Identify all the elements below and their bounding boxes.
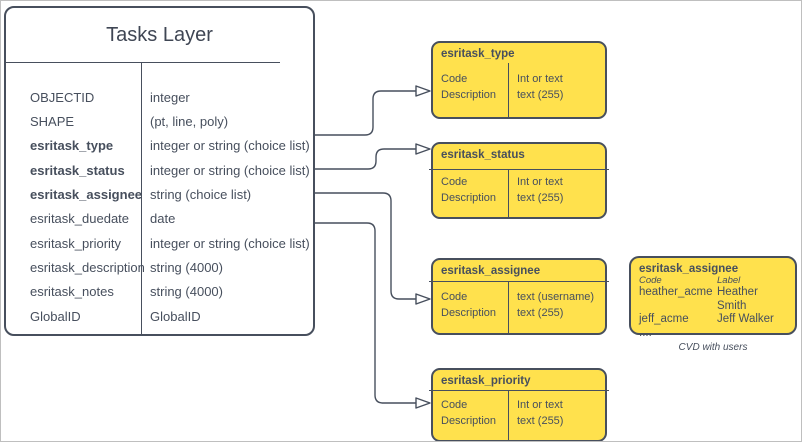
- connector-esritask-status: [315, 148, 416, 170]
- column-divider: [508, 63, 509, 117]
- open-arrow-icon: [415, 143, 431, 155]
- cvd-label: Heather Smith: [717, 286, 758, 312]
- cvd-label: Jeff Walker: [717, 313, 774, 325]
- field-type: GlobalID: [150, 308, 201, 324]
- cvd-code: jeff_acme: [639, 313, 689, 325]
- domain-table-title: esritask_priority: [441, 375, 531, 387]
- field-name: SHAPE: [30, 114, 75, 130]
- column-divider: [141, 62, 142, 334]
- domain-fields: Code Description: [441, 73, 497, 101]
- field-name: esritask_priority: [30, 235, 122, 251]
- domain-fields: Code Description: [441, 399, 497, 427]
- cvd-ellipsis: ....: [639, 326, 652, 339]
- column-divider: [508, 390, 509, 440]
- domain-table-title: esritask_assignee: [441, 265, 541, 277]
- field-row: SHAPE (pt, line, poly): [6, 109, 313, 133]
- open-arrow-icon: [415, 85, 431, 97]
- column-divider: [508, 169, 509, 217]
- domain-types: Int or text text (255): [517, 73, 564, 101]
- field-name: esritask_duedate: [30, 211, 130, 227]
- tasks-layer-title: Tasks Layer: [106, 23, 213, 46]
- domain-table-title: esritask_status: [441, 149, 525, 161]
- field-type: string (choice list): [150, 187, 252, 203]
- cvd-caption: CVD with users: [678, 342, 748, 353]
- column-divider: [508, 281, 509, 333]
- field-type: date: [150, 211, 176, 227]
- field-type: (pt, line, poly): [150, 114, 229, 130]
- field-row: esritask_notes string (4000): [6, 280, 313, 304]
- domain-types: text (username) text (255): [517, 291, 595, 319]
- field-row: esritask_priority integer or string (choi…: [6, 231, 313, 255]
- title-divider: [5, 62, 280, 63]
- field-type: string (4000): [150, 284, 223, 300]
- domain-fields: Code Description: [441, 291, 497, 319]
- domain-types: Int or text text (255): [517, 176, 564, 204]
- field-name: esritask_description: [30, 260, 145, 276]
- field-name: esritask_notes: [30, 284, 114, 300]
- domain-fields: Code Description: [441, 176, 497, 204]
- cvd-col-header-label: Label: [717, 275, 741, 286]
- field-row: esritask_duedate date: [6, 207, 313, 231]
- domain-table-esritask-status: esritask_status Code Description Int or …: [429, 142, 609, 219]
- field-row: GlobalID GlobalID: [6, 304, 313, 328]
- cvd-col-header-code: Code: [639, 275, 662, 286]
- field-name: esritask_type: [30, 138, 114, 154]
- domain-table-title: esritask_type: [441, 48, 515, 60]
- cvd-title: esritask_assignee: [639, 263, 739, 275]
- header-divider: [429, 281, 609, 282]
- field-type: string (4000): [150, 260, 223, 276]
- field-row: esritask_type integer or string (choice l…: [6, 134, 313, 158]
- field-name: esritask_assignee: [30, 187, 143, 203]
- field-name: OBJECTID: [30, 89, 95, 105]
- header-divider: [429, 390, 609, 391]
- field-type: integer or string (choice list): [150, 138, 310, 154]
- tasks-layer-table: Tasks Layer OBJECTID integer SHAPE (pt, li…: [4, 6, 315, 336]
- tasks-layer-fields: OBJECTID integer SHAPE (pt, line, poly) es…: [6, 62, 313, 328]
- connector-esritask-priority: [315, 222, 416, 404]
- connector-esritask-type: [315, 90, 416, 136]
- field-type: integer or string (choice list): [150, 235, 310, 251]
- field-row: esritask_assignee string (choice list): [6, 182, 313, 206]
- field-type: integer: [150, 89, 190, 105]
- connector-esritask-assignee: [315, 192, 416, 300]
- cvd-assignee-box: esritask_assignee Code Label heather_acm…: [629, 256, 797, 339]
- field-row: OBJECTID integer: [6, 85, 313, 109]
- domain-table-esritask-type: esritask_type Code Description Int or te…: [431, 41, 607, 119]
- open-arrow-icon: [415, 293, 431, 305]
- open-arrow-icon: [415, 397, 431, 409]
- field-name: esritask_status: [30, 162, 125, 178]
- field-row: esritask_description string (4000): [6, 255, 313, 279]
- domain-table-esritask-assignee: esritask_assignee Code Description text …: [429, 258, 609, 335]
- field-type: integer or string (choice list): [150, 162, 310, 178]
- field-name: GlobalID: [30, 308, 81, 324]
- domain-table-esritask-priority: esritask_priority Code Description Int o…: [429, 368, 609, 441]
- domain-types: Int or text text (255): [517, 399, 564, 427]
- field-row: esritask_status integer or string (choice…: [6, 158, 313, 182]
- cvd-code: heather_acme: [639, 286, 713, 298]
- header-divider: [429, 169, 609, 170]
